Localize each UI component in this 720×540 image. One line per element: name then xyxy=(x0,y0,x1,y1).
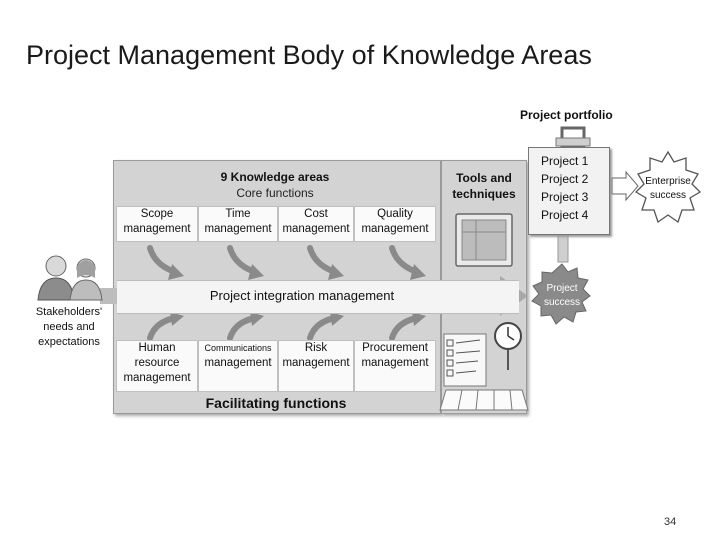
box-line: management xyxy=(361,357,429,369)
box-line: management xyxy=(204,223,272,235)
facilitating-functions-title: Facilitating functions xyxy=(205,395,347,411)
tools-techniques-title: Tools and techniques xyxy=(443,170,525,202)
enterprise-line: Enterprise xyxy=(645,176,691,187)
stakeholders-icon xyxy=(37,255,103,301)
box-line: Communications xyxy=(204,343,272,353)
arrow-up xyxy=(389,315,420,341)
arrowhead xyxy=(248,264,264,280)
computer-icon xyxy=(455,213,513,267)
box-line: management xyxy=(361,223,429,235)
person-head xyxy=(45,255,67,277)
calendar-grid-icon xyxy=(439,389,529,411)
box-line: Cost xyxy=(304,208,328,220)
project-item: Project 4 xyxy=(541,208,589,222)
facilitating-arrowheads xyxy=(170,312,426,326)
enterprise-line: success xyxy=(649,190,687,201)
project-item: Project 2 xyxy=(541,172,589,186)
box-line: Time xyxy=(225,208,251,220)
box-line: Procurement xyxy=(362,342,428,354)
project-success-starburst xyxy=(531,263,591,325)
risk-management-box: Risk management xyxy=(278,340,354,392)
project-list: Project 1 Project 2 Project 3 Project 4 xyxy=(541,152,588,224)
arrow-up xyxy=(307,315,338,341)
human-resource-management-box: Human resource management xyxy=(116,340,198,392)
box-line: Risk xyxy=(304,342,328,354)
stakeholders-line: Stakeholders' xyxy=(35,306,103,318)
project-item: Project 1 xyxy=(541,154,589,168)
screen xyxy=(461,219,507,261)
box-line: management xyxy=(204,357,272,369)
clock-icon xyxy=(494,322,522,370)
arrowhead xyxy=(170,312,184,326)
core-arrowheads xyxy=(168,264,426,280)
success-line: success xyxy=(543,297,581,308)
success-connector xyxy=(557,233,569,263)
success-line: Project xyxy=(546,283,578,294)
quality-management-box: Quality management xyxy=(354,206,436,242)
tools-line: Tools and xyxy=(456,171,512,185)
stakeholders-line: expectations xyxy=(38,336,100,348)
box-line: management xyxy=(282,357,350,369)
arrowhead xyxy=(410,264,426,280)
cost-management-box: Cost management xyxy=(278,206,354,242)
procurement-management-box: Procurement management xyxy=(354,340,436,392)
arrowhead xyxy=(328,264,344,280)
box-line: resource xyxy=(134,357,180,369)
box-line: Quality xyxy=(377,208,413,220)
communications-management-box: Communications management xyxy=(198,340,278,392)
core-functions-title: Core functions xyxy=(236,186,314,200)
page-number: 34 xyxy=(664,516,677,528)
tools-line: techniques xyxy=(452,187,516,201)
integration-label: Project integration management xyxy=(209,288,395,303)
portfolio-title: Project portfolio xyxy=(520,108,613,122)
enterprise-arrow xyxy=(611,170,639,202)
integration-band xyxy=(117,280,519,314)
box-line: Scope xyxy=(140,208,174,220)
person-body xyxy=(37,277,75,301)
person-body xyxy=(69,279,103,301)
project-item: Project 3 xyxy=(541,190,589,204)
scope-management-box: Scope management xyxy=(116,206,198,242)
person-hair xyxy=(77,260,95,278)
arrow-up xyxy=(147,315,178,341)
stakeholders-label: Stakeholders' needs and expectations xyxy=(34,305,104,350)
arrowhead xyxy=(412,312,426,326)
facilitating-arrows xyxy=(147,315,420,341)
portfolio-box xyxy=(528,147,610,235)
box-line: management xyxy=(282,223,350,235)
project-success-label: Project success xyxy=(534,282,590,310)
arrow-up xyxy=(227,315,258,341)
stakeholders-line: needs and xyxy=(43,321,95,333)
slide-title: Project Management Body of Knowledge Are… xyxy=(26,40,592,70)
enterprise-success-label: Enterprise success xyxy=(638,175,698,203)
checklist-icon xyxy=(443,333,487,387)
enterprise-success-starburst xyxy=(634,150,702,224)
box-line: management xyxy=(123,372,191,384)
arrowhead xyxy=(330,312,344,326)
core-arrows xyxy=(147,245,420,275)
time-management-box: Time management xyxy=(198,206,278,242)
arrowhead xyxy=(168,264,184,280)
box-line: management xyxy=(123,223,191,235)
box-line: Human xyxy=(138,342,176,354)
arrowhead xyxy=(250,312,264,326)
knowledge-areas-title: 9 Knowledge areas xyxy=(220,170,330,184)
